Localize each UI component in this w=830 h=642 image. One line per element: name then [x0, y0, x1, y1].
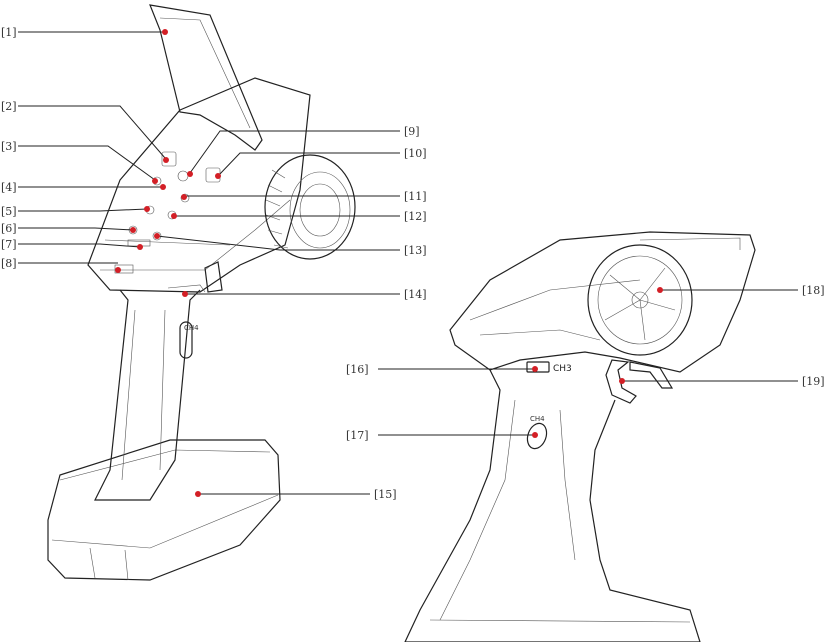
marker-dots: [115, 29, 663, 497]
marker-5: [144, 206, 150, 212]
callout-4: [4]: [1, 181, 17, 194]
ch4-left-label: CH4: [184, 324, 199, 332]
marker-8: [115, 267, 121, 273]
marker-17: [532, 432, 538, 438]
marker-12: [171, 213, 177, 219]
callout-19: [19]: [802, 375, 825, 388]
callout-14: [14]: [404, 288, 427, 301]
callout-6: [6]: [1, 222, 17, 235]
callout-9: [9]: [404, 125, 420, 138]
left-transmitter: CH4: [47, 4, 356, 581]
callout-7: [7]: [1, 238, 17, 251]
callout-12: [12]: [404, 210, 427, 223]
marker-3: [152, 178, 158, 184]
callout-11: [11]: [404, 190, 427, 203]
marker-18: [657, 287, 663, 293]
marker-10: [215, 173, 221, 179]
callout-1: [1]: [1, 26, 17, 39]
callout-17: [17]: [346, 429, 369, 442]
marker-15: [195, 491, 201, 497]
marker-1: [162, 29, 168, 35]
marker-19: [619, 378, 625, 384]
callout-16: [16]: [346, 363, 369, 376]
marker-6: [130, 227, 136, 233]
callout-13: [13]: [404, 244, 427, 257]
right-transmitter: CH3 CH4: [404, 231, 756, 642]
marker-16: [532, 366, 538, 372]
callout-10: [10]: [404, 147, 427, 160]
ch3-label: CH3: [553, 364, 572, 374]
marker-2: [163, 157, 169, 163]
marker-7: [137, 244, 143, 250]
callout-labels: [1] [2] [3] [4] [5] [6] [7] [8] [9] [10]…: [1, 26, 825, 501]
callout-5: [5]: [1, 205, 17, 218]
callout-18: [18]: [802, 284, 825, 297]
leader-lines: [18, 31, 798, 495]
marker-13: [154, 233, 160, 239]
callout-3: [3]: [1, 140, 17, 153]
ch4-label: CH4: [530, 415, 545, 423]
marker-11: [181, 194, 187, 200]
callout-8: [8]: [1, 257, 17, 270]
marker-9: [187, 171, 193, 177]
marker-4: [160, 184, 166, 190]
callout-15: [15]: [374, 488, 397, 501]
callout-2: [2]: [1, 100, 17, 113]
marker-14: [182, 291, 188, 297]
